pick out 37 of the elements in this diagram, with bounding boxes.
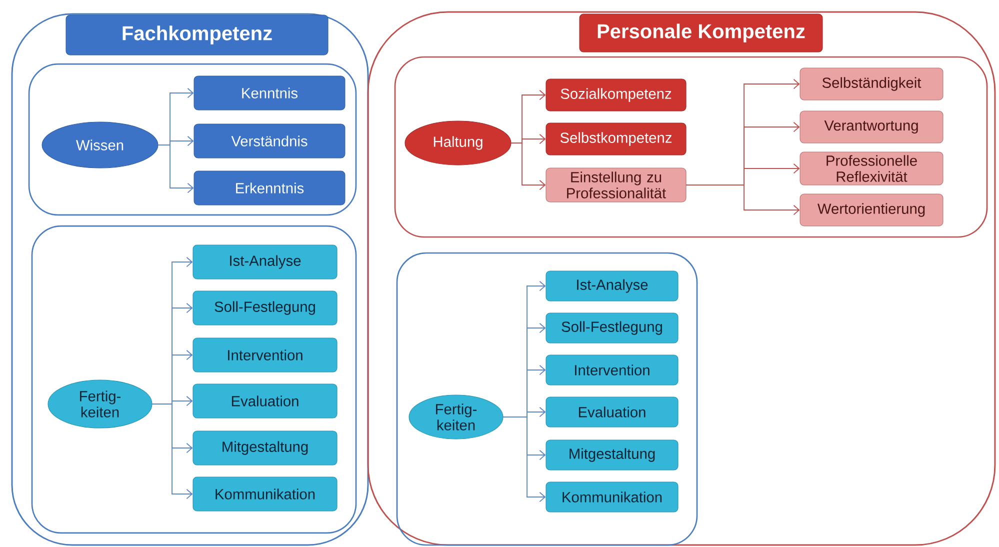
ellipse-node: Fertig- keiten <box>408 394 504 440</box>
process-box: Soll-Festlegung <box>546 312 678 344</box>
title-banner: Fachkompetenz <box>66 14 328 56</box>
title-banner: Personale Kompetenz <box>579 14 823 52</box>
arrow <box>510 142 546 190</box>
process-box: Selbstkompetenz <box>546 122 686 156</box>
process-box: Erkenntnis <box>194 170 346 206</box>
process-box: Professionelle Reflexivität <box>800 152 944 186</box>
arrow <box>502 416 546 502</box>
process-box: Ist-Analyse <box>546 270 678 302</box>
group-frame <box>28 63 357 216</box>
group-frame <box>31 225 357 534</box>
process-box: Evaluation <box>546 396 678 428</box>
arrow <box>158 144 194 194</box>
process-box: Kommunikation <box>192 476 338 512</box>
process-box: Intervention <box>192 338 338 372</box>
process-box: Sozialkompetenz <box>546 78 686 112</box>
process-box: Mitgestaltung <box>192 430 338 466</box>
process-box: Ist-Analyse <box>192 244 338 280</box>
process-box: Evaluation <box>192 384 338 418</box>
group-frame <box>396 252 698 546</box>
process-box: Soll-Festlegung <box>192 290 338 326</box>
ellipse-node: Wissen <box>42 122 158 168</box>
group-frame <box>394 56 988 238</box>
ellipse-node: Haltung <box>404 120 512 166</box>
process-box: Intervention <box>546 354 678 386</box>
process-box: Mitgestaltung <box>546 440 678 470</box>
process-box: Selbständigkeit <box>800 68 944 100</box>
arrow <box>152 404 193 500</box>
process-box: Kenntnis <box>194 76 346 110</box>
arrow <box>686 184 800 216</box>
process-box: Kommunikation <box>546 482 678 512</box>
process-box: Einstellung zu Professionalität <box>546 168 686 202</box>
process-box: Wertorientierung <box>800 194 944 226</box>
process-box: Verantwortung <box>800 110 944 144</box>
process-box: Verständnis <box>194 124 346 158</box>
ellipse-node: Fertig- keiten <box>48 380 152 428</box>
